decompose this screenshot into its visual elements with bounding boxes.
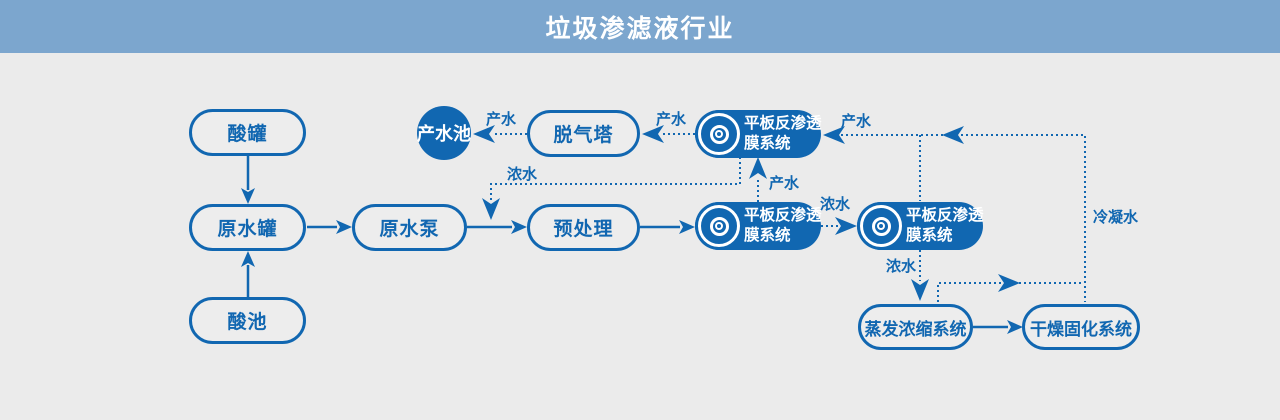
page-title: 垃圾渗滤液行业 (545, 14, 735, 43)
node-ro-membrane-stage1: 平板反渗透 膜系统 (695, 202, 822, 250)
node-label-line2: 膜系统 (744, 227, 791, 244)
target-rings-icon (871, 216, 891, 236)
node-raw-water-pump: 原水泵 (352, 204, 467, 251)
membrane-disc-icon (695, 202, 743, 250)
flow-ro-stage1-to-ro-stage2 (821, 217, 857, 235)
node-label: 平板反渗透 膜系统 (744, 206, 822, 246)
flow-label-concentrate: 浓水 (820, 196, 851, 213)
flow-ro-stage1-product-up (749, 157, 767, 202)
flow-pretreatment-to-ro-stage1 (640, 220, 695, 234)
node-raw-water-tank: 原水罐 (189, 204, 306, 251)
node-label: 蒸发浓缩系统 (864, 319, 967, 339)
flow-label-product-water: 产水 (486, 111, 517, 128)
flow-pump-to-pretreatment (467, 220, 527, 234)
header-banner: 垃圾渗滤液行业 (0, 0, 1280, 53)
node-label-line2: 膜系统 (906, 227, 953, 244)
node-label-line1: 平板反渗透 (744, 115, 822, 132)
node-label: 平板反渗透 膜系统 (744, 114, 822, 154)
node-label: 酸池 (227, 312, 268, 333)
node-label: 原水罐 (217, 219, 278, 240)
node-label: 预处理 (553, 219, 614, 240)
node-label: 酸罐 (227, 124, 268, 145)
node-label-line2: 膜系统 (744, 135, 791, 152)
target-rings-icon (709, 124, 729, 144)
node-evaporation-system: 蒸发浓缩系统 (858, 304, 973, 350)
node-degassing-tower: 脱气塔 (527, 110, 640, 157)
flow-label-condensate: 冷凝水 (1093, 209, 1139, 226)
node-pretreatment: 预处理 (527, 204, 640, 251)
node-acid-tank: 酸罐 (189, 109, 306, 156)
membrane-disc-icon (857, 202, 905, 250)
flow-label-concentrate: 浓水 (507, 166, 538, 183)
node-label-line1: 平板反渗透 (906, 207, 984, 224)
flow-raw-water-tank-to-pump (307, 220, 352, 234)
target-rings-icon (709, 216, 729, 236)
flow-acid-pool-to-raw-water-tank (241, 251, 255, 297)
flow-ro-stage2-concentrate-down (911, 250, 929, 301)
node-label: 干燥固化系统 (1030, 319, 1132, 339)
flow-ro-top-to-degasser (642, 125, 695, 143)
flow-concentrate-recycle-to-feed (482, 157, 741, 220)
node-label: 产水池 (417, 124, 471, 144)
flow-evaporation-condensate-out (937, 274, 1083, 302)
flow-label-product-water: 产水 (769, 175, 800, 192)
node-label: 脱气塔 (553, 125, 614, 146)
node-drying-system: 干燥固化系统 (1022, 304, 1140, 350)
node-label-line1: 平板反渗透 (744, 207, 822, 224)
node-ro-membrane-stage2: 平板反渗透 膜系统 (857, 202, 984, 250)
membrane-disc-icon (695, 110, 743, 158)
flow-degasser-to-product-pool (473, 125, 527, 143)
node-label: 原水泵 (379, 219, 440, 240)
node-acid-pool: 酸池 (189, 297, 306, 344)
node-label: 平板反渗透 膜系统 (906, 206, 984, 246)
flow-stage2-product-and-condensate-return (823, 126, 1086, 302)
flow-label-product-water: 产水 (656, 111, 687, 128)
flow-evaporation-to-drying (973, 320, 1023, 334)
flow-acid-tank-to-raw-water-tank (241, 156, 255, 204)
flow-label-product-water: 产水 (841, 113, 872, 130)
flow-label-concentrate: 浓水 (886, 258, 917, 275)
node-ro-membrane-top: 平板反渗透 膜系统 (695, 110, 822, 158)
node-product-water-pool: 产水池 (417, 106, 471, 160)
